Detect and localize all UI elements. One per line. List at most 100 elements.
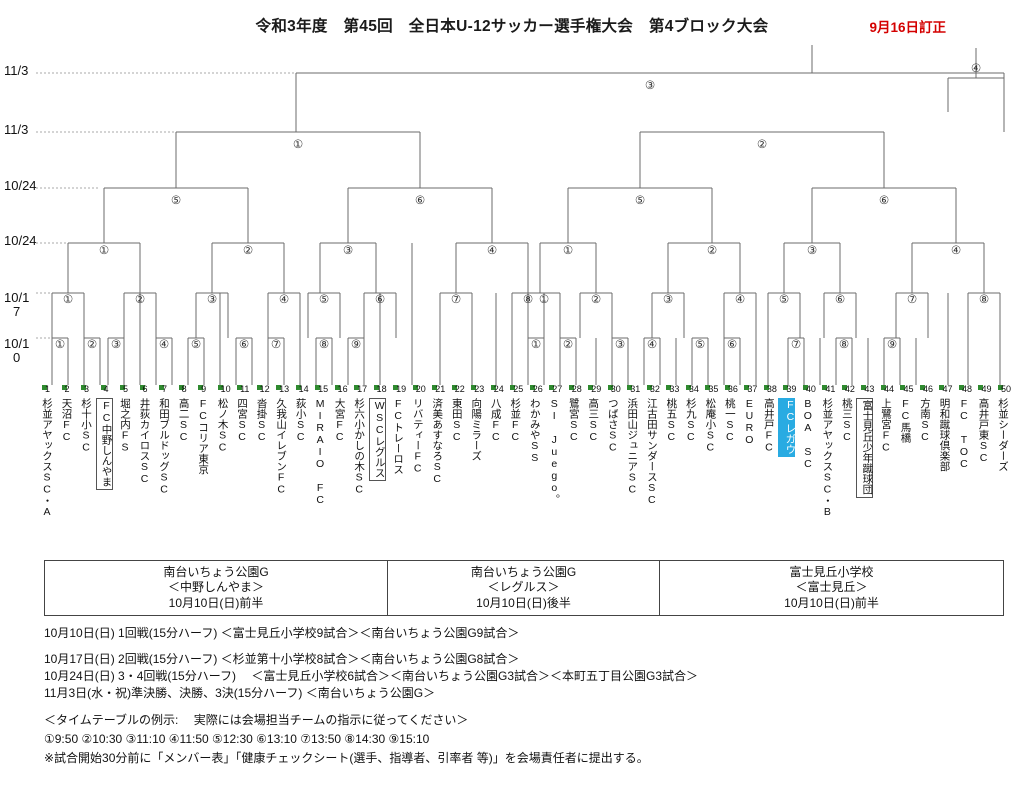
team-name[interactable]: FC馬橋 [899, 398, 912, 443]
team-name[interactable]: 桃三SC [840, 398, 853, 443]
match-r2-16[interactable]: ⑧ [978, 292, 990, 306]
team-name[interactable]: 杉並シーダーズ [997, 398, 1009, 472]
team-name[interactable]: 大宮FC [333, 398, 346, 443]
team-name[interactable]: 沓掛SC [255, 398, 268, 443]
team-name[interactable]: 上鷺宮FC [879, 398, 892, 454]
team-name[interactable]: 方南SC [918, 398, 931, 443]
team-name[interactable]: 高三SC [587, 398, 600, 443]
match-r1-12[interactable]: ③ [614, 337, 626, 351]
match-r1-5[interactable]: ⑤ [190, 337, 202, 351]
match-r1-15[interactable]: ⑥ [726, 337, 738, 351]
match-r1-13[interactable]: ④ [646, 337, 658, 351]
match-semi-2[interactable]: ② [756, 137, 768, 151]
match-r1-3[interactable]: ③ [110, 337, 122, 351]
match-r2-13[interactable]: ⑤ [778, 292, 790, 306]
match-r16-4[interactable]: ④ [486, 243, 498, 257]
match-r16-8[interactable]: ④ [950, 243, 962, 257]
match-qf-3[interactable]: ⑤ [634, 193, 646, 207]
team-name[interactable]: 杉並アヤックスSC・B [821, 398, 834, 518]
match-r2-12[interactable]: ④ [734, 292, 746, 306]
team-name[interactable]: 松ノ木SC [216, 398, 229, 454]
team-name[interactable]: 松庵小SC [704, 398, 717, 454]
team-name[interactable]: 杉九SC [684, 398, 697, 443]
match-r2-15[interactable]: ⑦ [906, 292, 918, 306]
match-r16-1[interactable]: ① [98, 243, 110, 257]
match-qf-4[interactable]: ⑥ [878, 193, 890, 207]
match-r1-7[interactable]: ⑦ [270, 337, 282, 351]
team-name[interactable]: WSCレグルス [368, 398, 386, 481]
match-r16-5[interactable]: ① [562, 243, 574, 257]
team-name[interactable]: 井荻カイロスSC [138, 398, 151, 485]
match-r16-3[interactable]: ③ [342, 243, 354, 257]
match-r2-10[interactable]: ② [590, 292, 602, 306]
team-name[interactable]: 鷺宮SC [567, 398, 580, 443]
team-name[interactable]: FC中野しんやま [95, 398, 113, 490]
match-r16-7[interactable]: ③ [806, 243, 818, 257]
team-name[interactable]: 桃五SC [665, 398, 678, 443]
team-name[interactable]: 東田SC [450, 398, 463, 443]
team-name[interactable]: MIRAIO FC [314, 398, 327, 506]
team-name[interactable]: 高二SC [177, 398, 190, 443]
match-r2-2[interactable]: ② [134, 292, 146, 306]
team-name[interactable]: 杉並アヤックスSC・A [41, 398, 53, 518]
match-r2-4[interactable]: ④ [278, 292, 290, 306]
team-name[interactable]: FCトレーロス [392, 398, 405, 475]
match-r1-1[interactable]: ① [54, 337, 66, 351]
team-name[interactable]: 杉六小かしの木SC [353, 398, 366, 496]
match-r1-6[interactable]: ⑥ [238, 337, 250, 351]
team-name[interactable]: わかみやSS [528, 398, 541, 464]
match-qf-1[interactable]: ⑤ [170, 193, 182, 207]
team-name[interactable]: 浜田山ジュニアSC [626, 398, 639, 496]
team-name[interactable]: 向陽ミラーズ [470, 398, 483, 461]
team-name[interactable]: 高井戸FC [762, 398, 775, 454]
match-r2-6[interactable]: ⑥ [374, 292, 386, 306]
team-name[interactable]: 明和蹴球倶楽部 [938, 398, 951, 472]
match-r2-1[interactable]: ① [62, 292, 74, 306]
match-r1-17[interactable]: ⑧ [838, 337, 850, 351]
match-r16-2[interactable]: ② [242, 243, 254, 257]
team-name[interactable]: リバティーFC [411, 398, 424, 475]
team-name[interactable]: 高井戸東SC [977, 398, 990, 464]
team-name[interactable]: FCコリア東京 [197, 398, 210, 475]
team-name[interactable]: 江古田サンダースSC [645, 398, 658, 506]
match-r2-8[interactable]: ⑧ [522, 292, 534, 306]
team-name[interactable]: 富士見丘少年蹴球団 [856, 398, 874, 498]
match-r2-11[interactable]: ③ [662, 292, 674, 306]
team-name[interactable]: 済美あすなろSC [431, 398, 444, 485]
match-r1-10[interactable]: ① [530, 337, 542, 351]
match-r2-14[interactable]: ⑥ [834, 292, 846, 306]
team-name[interactable]: 杉十小SC [80, 398, 93, 454]
match-final[interactable]: ③ [644, 78, 656, 92]
match-r2-9[interactable]: ① [538, 292, 550, 306]
match-qf-2[interactable]: ⑥ [414, 193, 426, 207]
team-name[interactable]: 桃一SC [723, 398, 736, 443]
team-name[interactable]: EURO [743, 398, 756, 446]
match-r1-16[interactable]: ⑦ [790, 337, 802, 351]
team-name[interactable]: つばさSC [606, 398, 619, 454]
match-third[interactable]: ④ [970, 61, 982, 75]
team-name[interactable]: 四宮SC [236, 398, 249, 443]
match-r1-18[interactable]: ⑨ [886, 337, 898, 351]
match-r2-3[interactable]: ③ [206, 292, 218, 306]
match-r1-4[interactable]: ④ [158, 337, 170, 351]
match-r1-14[interactable]: ⑤ [694, 337, 706, 351]
match-r1-11[interactable]: ② [562, 337, 574, 351]
match-semi-1[interactable]: ① [292, 137, 304, 151]
team-name[interactable]: 和田ブルドッグSC [158, 398, 171, 496]
team-name[interactable]: 久我山イレブンFC [275, 398, 288, 496]
match-r1-9[interactable]: ⑨ [350, 337, 362, 351]
team-name[interactable]: FCレガウ [778, 398, 796, 457]
match-r2-5[interactable]: ⑤ [318, 292, 330, 306]
match-r1-2[interactable]: ② [86, 337, 98, 351]
team-name[interactable]: 堀之内FS [119, 398, 132, 454]
match-r16-6[interactable]: ② [706, 243, 718, 257]
team-name[interactable]: 荻小SC [294, 398, 307, 443]
team-name[interactable]: SI Juego。 [548, 398, 561, 505]
team-name[interactable]: 杉並FC [509, 398, 522, 443]
team-name[interactable]: FC TOC [957, 398, 970, 470]
match-r2-7[interactable]: ⑦ [450, 292, 462, 306]
team-name[interactable]: 天沼FC [60, 398, 73, 443]
team-name[interactable]: BOA SC [801, 398, 814, 470]
team-name[interactable]: 八成FC [489, 398, 502, 443]
match-r1-8[interactable]: ⑧ [318, 337, 330, 351]
